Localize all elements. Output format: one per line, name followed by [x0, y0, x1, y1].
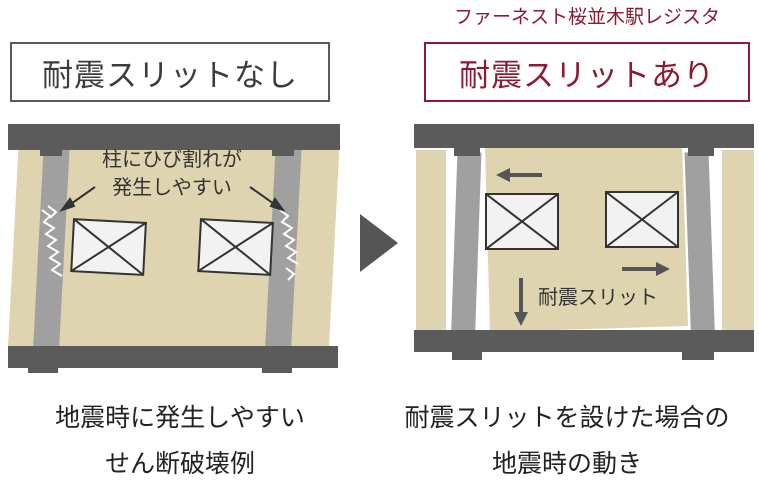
- play-triangle-icon: [360, 214, 398, 272]
- caption-left: 地震時に発生しやすい せん断破壊例: [0, 395, 360, 487]
- beam-stub: [40, 148, 62, 156]
- window-cross-icon: [70, 218, 147, 276]
- label-without-slit-text: 耐震スリットなし: [42, 57, 298, 94]
- wall-panel-right: [485, 142, 688, 332]
- arrow-left-icon: [496, 168, 542, 182]
- caption-right: 耐震スリットを設けた場合の 地震時の動き: [375, 395, 759, 487]
- caption-right-line-1: 耐震スリットを設けた場合の: [404, 403, 730, 432]
- arrow-down-icon: [514, 278, 528, 326]
- beam-top-right: [414, 124, 754, 148]
- diagram-without-slit: 柱にひび割れが 発生しやすい: [7, 124, 340, 373]
- arrow-right-icon: [622, 262, 670, 276]
- wall-strip-right: [722, 150, 754, 350]
- foot-left: [28, 362, 58, 373]
- beam-top-left: [8, 124, 340, 150]
- wall-strip-left: [416, 150, 446, 350]
- annotation-arrow-right: [249, 186, 286, 212]
- label-without-slit: 耐震スリットなし: [10, 42, 330, 102]
- annotation-line-1: 柱にひび割れが: [102, 147, 242, 171]
- beam-bottom-left: [8, 346, 338, 368]
- foot-left: [452, 346, 482, 360]
- foot-right: [682, 346, 714, 360]
- crack-icon: [41, 205, 299, 281]
- beam-stub: [454, 146, 480, 156]
- caption-left-line-1: 地震時に発生しやすい: [55, 403, 305, 432]
- beam-bottom-right: [414, 330, 754, 352]
- annotation-arrow-left: [59, 186, 96, 212]
- annotation-line-2: 発生しやすい: [112, 175, 232, 199]
- column-right-b: [684, 151, 716, 351]
- diagram-with-slit: 耐震スリット: [414, 124, 754, 360]
- column-left-a: [32, 145, 70, 365]
- window-cross-icon: [197, 218, 274, 276]
- caption-left-line-2: せん断破壊例: [104, 449, 255, 478]
- beam-stub: [272, 148, 294, 156]
- beam-stub: [688, 146, 714, 156]
- slit-label: 耐震スリット: [538, 285, 658, 309]
- column-right-a: [450, 151, 482, 351]
- caption-right-line-2: 地震時の動き: [491, 449, 642, 478]
- brand-name: ファーネスト桜並木駅レジスタ: [453, 6, 720, 28]
- foot-right: [262, 362, 292, 373]
- window-cross-icon: [605, 191, 679, 248]
- window-cross-icon: [485, 193, 559, 250]
- label-with-slit-text: 耐震スリットあり: [459, 57, 715, 94]
- label-with-slit: 耐震スリットあり: [424, 42, 750, 102]
